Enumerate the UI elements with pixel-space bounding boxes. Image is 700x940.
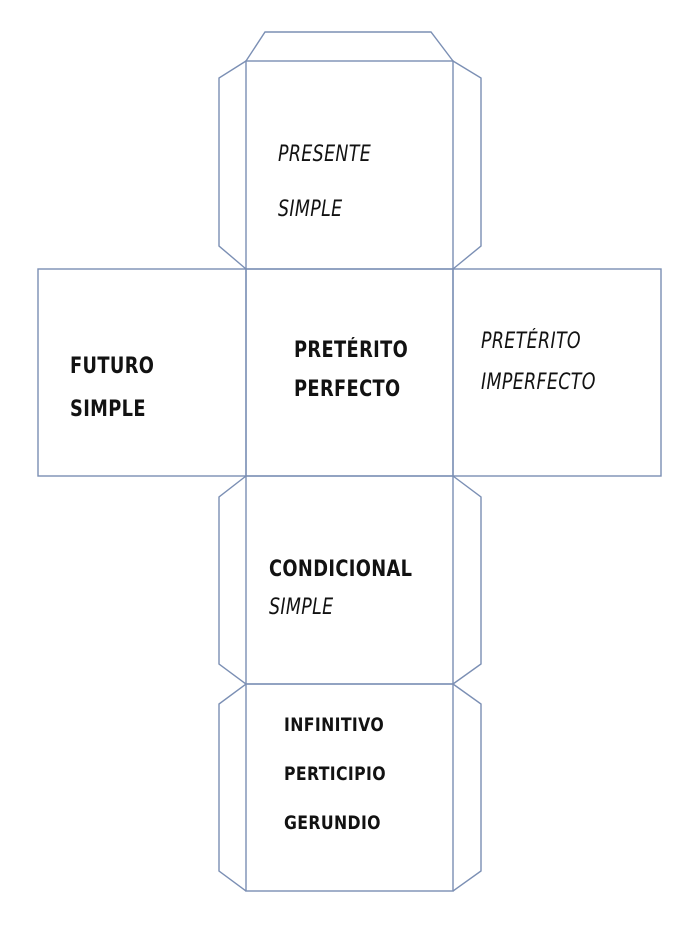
bottom-face-right-tab [452,683,482,892]
bottom-face-line-3: GERUNDIO [284,812,381,834]
left-face-line-1: FUTURO [70,354,155,379]
lower-face-line-1: CONDICIONAL [269,557,413,582]
top-face-left-tab [218,60,247,270]
center-face-line-1: PRETÉRITO [294,338,409,363]
lower-face-line-2: SIMPLE [269,595,334,620]
bottom-face-line-2: PERTICIPIO [284,763,386,785]
bottom-face [245,683,454,892]
bottom-face-line-1: INFINITIVO [284,714,385,736]
center-face [245,268,454,477]
right-face-line-1: PRETÉRITO [481,329,581,354]
lower-face-left-tab [218,475,247,685]
top-face-line-1: PRESENTE [278,142,372,167]
bottom-face-left-tab [218,683,247,892]
top-face-right-tab [452,60,482,270]
top-glue-tab [245,31,454,62]
right-face [452,268,662,477]
top-face-line-2: SIMPLE [278,197,343,222]
left-face-line-2: SIMPLE [70,397,146,422]
lower-face-right-tab [452,475,482,685]
right-face-line-2: IMPERFECTO [481,370,596,395]
center-face-line-2: PERFECTO [294,377,401,402]
